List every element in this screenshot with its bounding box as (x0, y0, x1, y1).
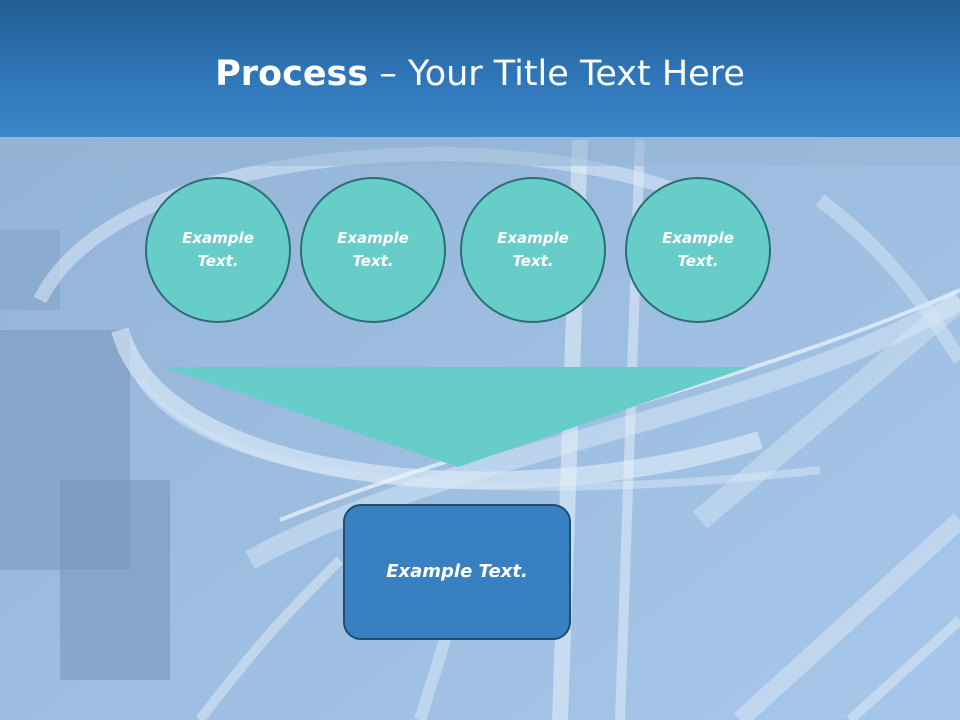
title-rest-text: – Your Title Text Here (368, 54, 745, 94)
circle-2-label: Example Text. (337, 229, 409, 270)
process-circle-2[interactable]: Example Text. (300, 177, 446, 323)
circle-1-label: Example Text. (182, 229, 254, 270)
process-circle-4[interactable]: Example Text. (625, 177, 771, 323)
slide-title[interactable]: Process – Your Title Text Here (0, 52, 960, 96)
title-bar: Process – Your Title Text Here (0, 0, 960, 137)
process-circle-3[interactable]: Example Text. (460, 177, 606, 323)
result-label: Example Text. (386, 561, 528, 582)
title-bold-text: Process (215, 54, 369, 94)
circle-3-label: Example Text. (497, 229, 569, 270)
circle-4-label: Example Text. (662, 229, 734, 270)
result-box[interactable]: Example Text. (343, 504, 571, 640)
funnel-shape (163, 367, 749, 467)
header-band (0, 137, 960, 166)
process-circle-1[interactable]: Example Text. (145, 177, 291, 323)
funnel-triangle[interactable] (163, 367, 749, 467)
